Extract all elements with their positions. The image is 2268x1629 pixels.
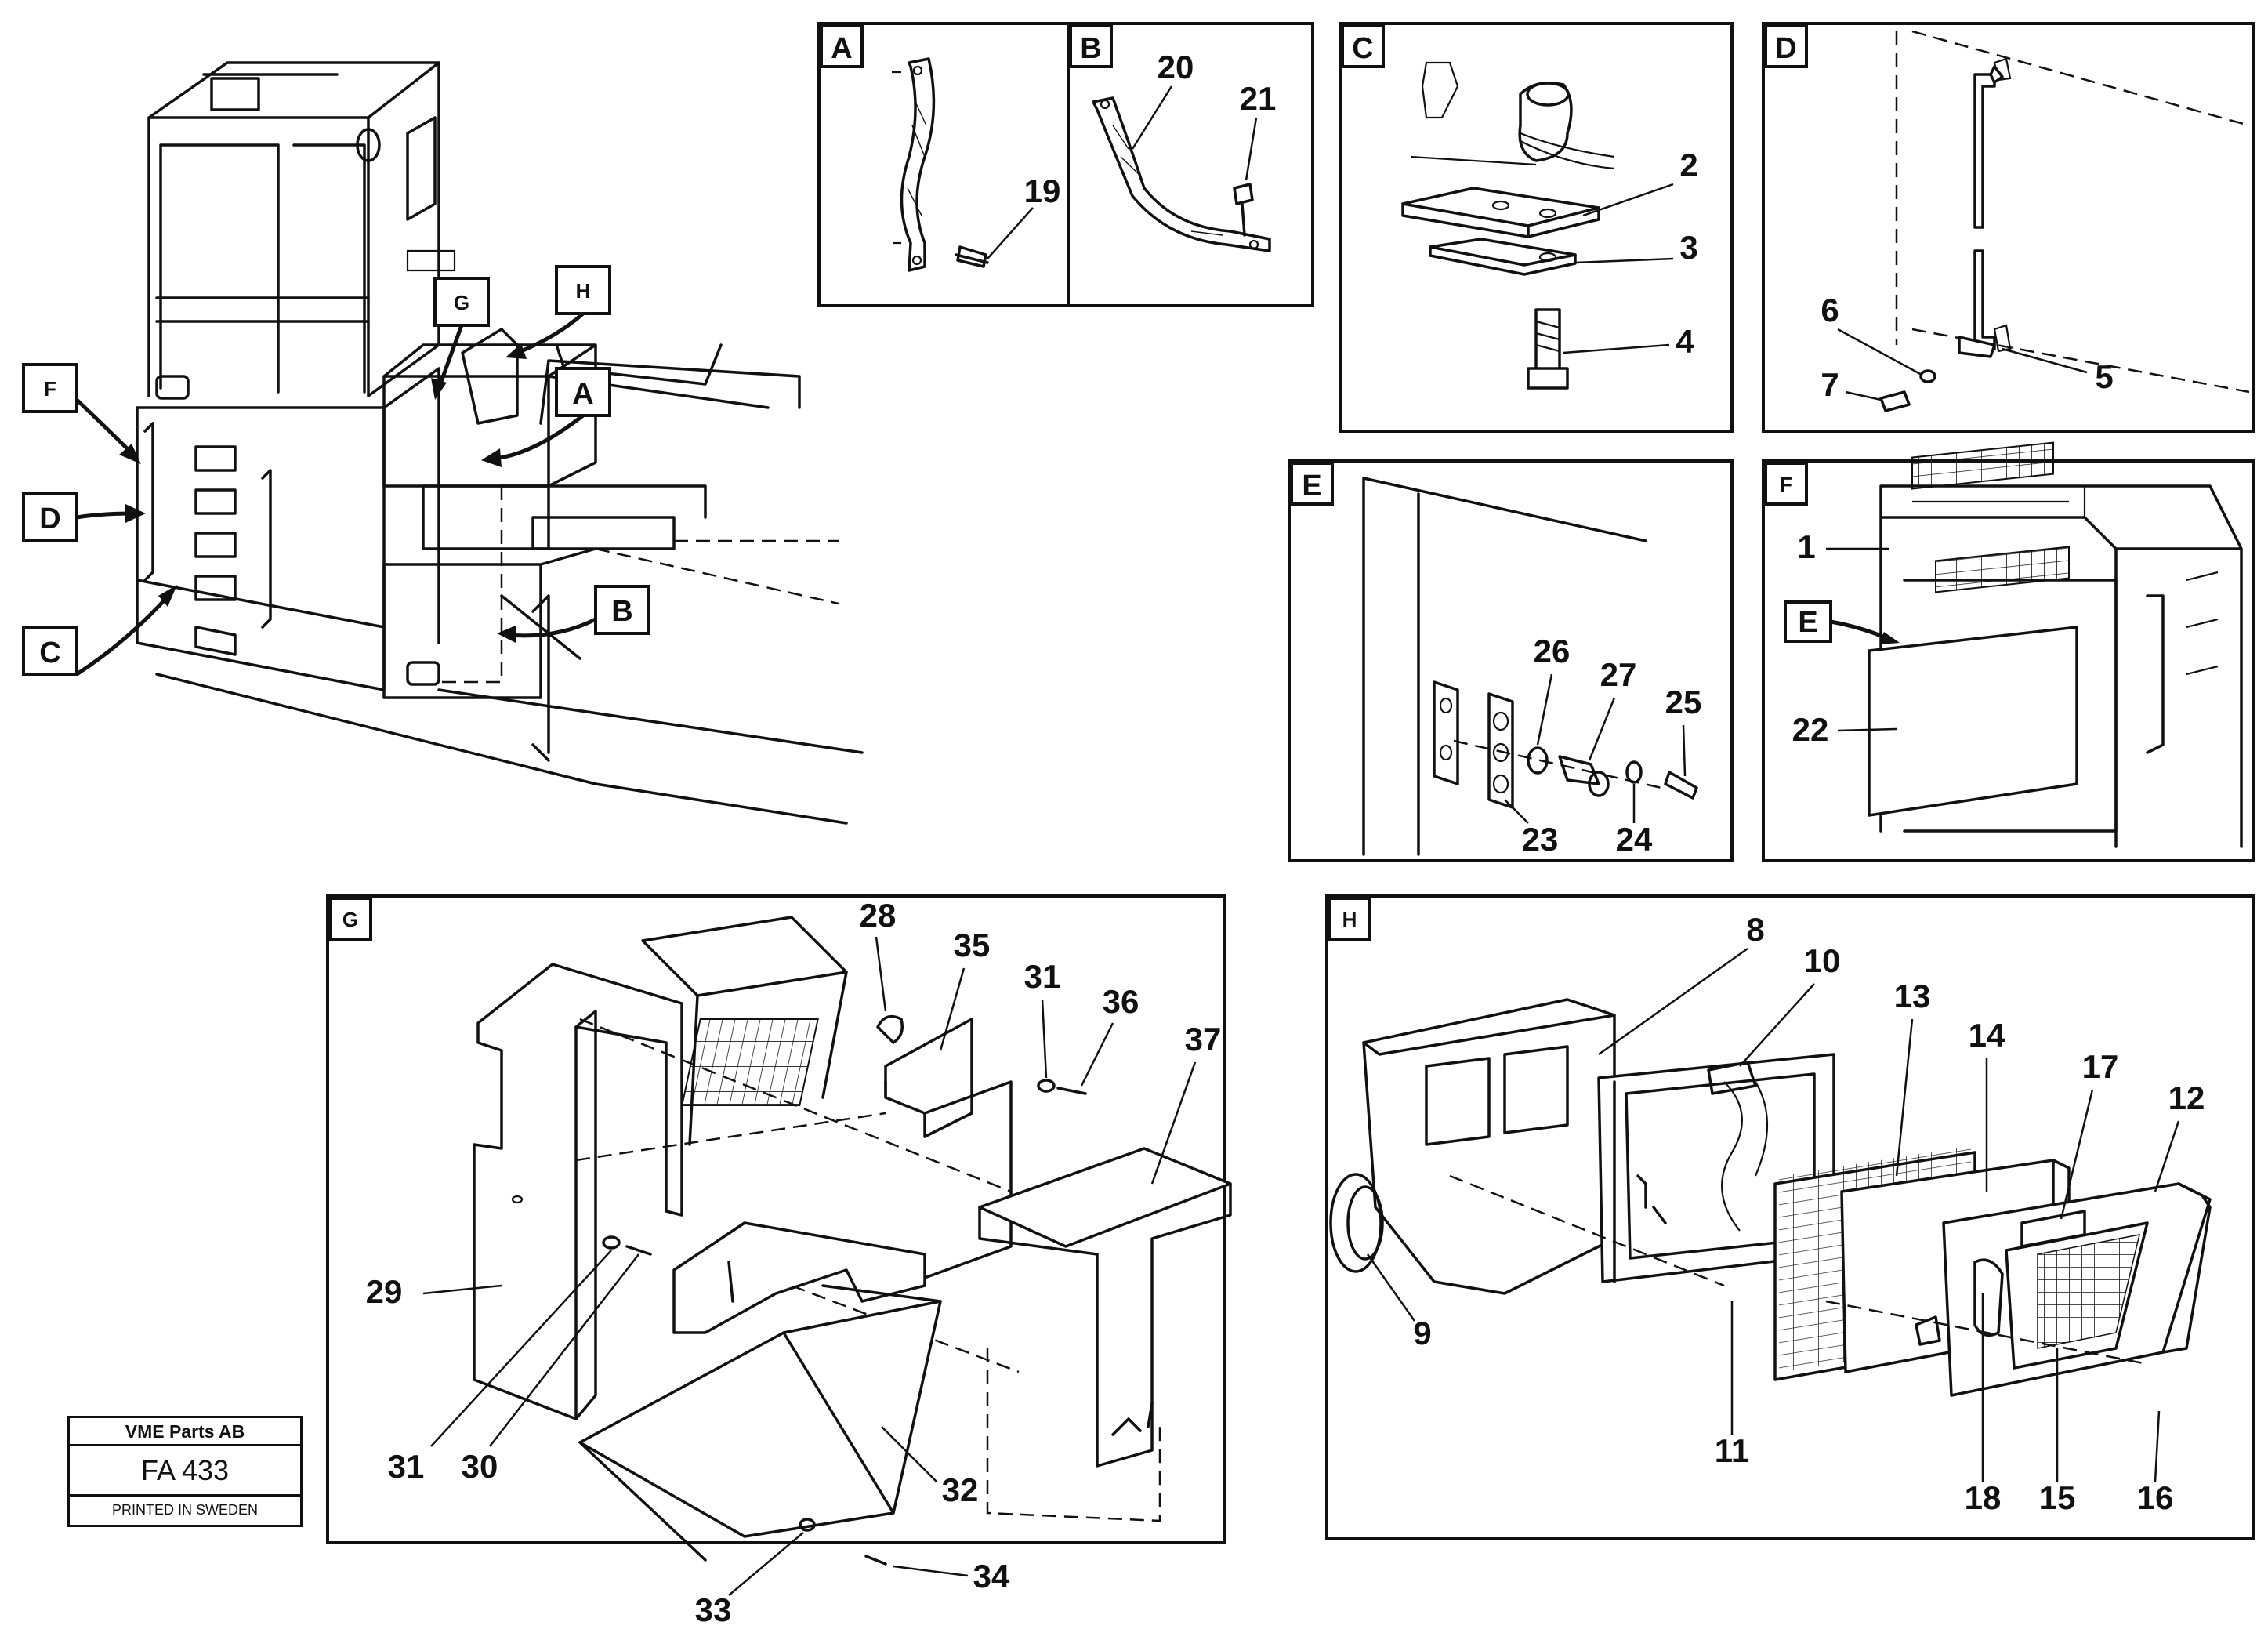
part-label-26: 26: [1534, 633, 1571, 669]
panel-A-title: A: [831, 32, 852, 65]
panel-E-title: E: [1302, 470, 1321, 502]
part-label-6: 6: [1821, 292, 1839, 328]
part-label-24: 24: [1616, 821, 1653, 858]
printed-note: PRINTED IN SWEDEN: [111, 1502, 258, 1518]
panel-A: A 19: [817, 22, 1070, 307]
part-label-28: 28: [860, 897, 897, 934]
part-label-8: 8: [1746, 911, 1764, 948]
title-block: VME Parts AB FA 433 PRINTED IN SWEDEN: [67, 1416, 303, 1527]
part-label-15: 15: [2039, 1479, 2076, 1516]
part-label-27: 27: [1600, 656, 1637, 693]
machine-overview: [136, 61, 864, 825]
part-label-13: 13: [1894, 978, 1931, 1014]
panel-F: F 1 E 22: [1762, 441, 2255, 862]
part-label-29: 29: [366, 1273, 403, 1310]
part-label-32: 32: [942, 1471, 979, 1508]
callout-B: B: [611, 595, 632, 628]
part-label-37: 37: [1185, 1021, 1222, 1058]
drawing-number: FA 433: [70, 1446, 300, 1497]
part-label-34: 34: [973, 1558, 1010, 1595]
part-label-3: 3: [1679, 229, 1697, 266]
panel-G-title: G: [342, 908, 358, 931]
panel-B-title: B: [1080, 32, 1101, 65]
callout-G: G: [454, 291, 469, 314]
part-label-35: 35: [954, 927, 991, 963]
part-label-19: 19: [1024, 172, 1061, 209]
panel-B: B 20 21: [1067, 22, 1314, 307]
part-label-23: 23: [1522, 821, 1559, 858]
part-label-2: 2: [1679, 147, 1697, 183]
panel-H-title: H: [1342, 908, 1357, 931]
callout-F: F: [44, 377, 56, 401]
panel-H: H 8 10 13 14 17 12 9 11: [1325, 894, 2255, 1540]
callout-D: D: [39, 502, 60, 535]
part-label-5: 5: [2095, 358, 2113, 395]
panel-C-title: C: [1352, 32, 1373, 65]
part-label-18: 18: [1965, 1479, 2002, 1516]
panel-D-title: D: [1775, 32, 1796, 65]
callout-H: H: [576, 279, 591, 303]
panel-G: G 28 35 31 36 37 29 31: [326, 894, 1232, 1628]
part-label-17: 17: [2082, 1048, 2119, 1085]
part-label-33: 33: [695, 1591, 732, 1628]
part-label-31-bottom: 31: [388, 1448, 425, 1485]
part-label-30: 30: [462, 1448, 498, 1485]
overview-callouts: F D C G H A B: [22, 265, 650, 677]
part-label-36: 36: [1103, 983, 1139, 1020]
panel-E: E 26 27 25 23 24: [1288, 459, 1734, 862]
part-label-16: 16: [2137, 1479, 2174, 1516]
part-label-21: 21: [1240, 80, 1277, 117]
panel-F-title: F: [1780, 473, 1792, 496]
part-label-31-top: 31: [1024, 958, 1061, 995]
part-label-20: 20: [1158, 49, 1194, 85]
part-label-11: 11: [1715, 1432, 1749, 1469]
company-name: VME Parts AB: [70, 1418, 300, 1446]
panel-D: D 6 7 5: [1762, 22, 2255, 433]
part-label-22: 22: [1792, 711, 1829, 748]
callout-C: C: [39, 637, 60, 669]
part-label-14: 14: [1969, 1017, 2005, 1054]
part-label-1: 1: [1797, 528, 1815, 565]
part-label-10: 10: [1804, 942, 1841, 979]
part-label-9: 9: [1413, 1315, 1431, 1351]
part-label-25: 25: [1665, 684, 1702, 720]
part-label-12: 12: [2168, 1079, 2205, 1116]
panel-C: C 2 3 4: [1339, 22, 1734, 433]
part-label-4: 4: [1676, 323, 1694, 360]
callout-A: A: [572, 378, 593, 411]
callout-E: E: [1798, 606, 1817, 639]
part-label-7: 7: [1821, 366, 1839, 403]
